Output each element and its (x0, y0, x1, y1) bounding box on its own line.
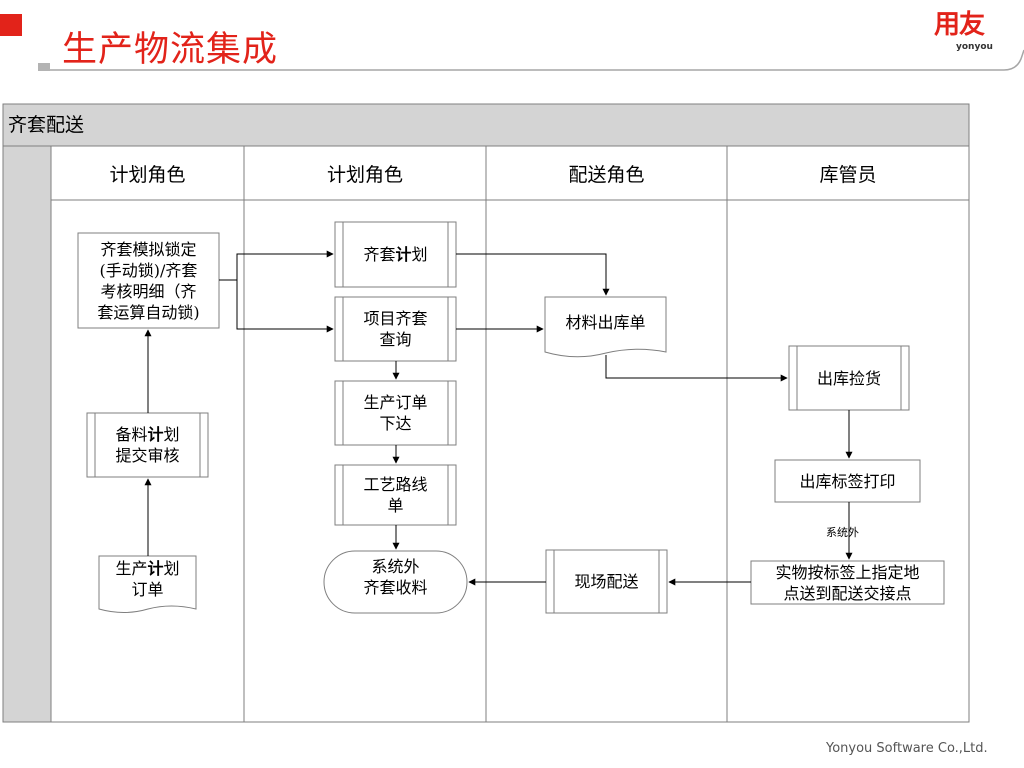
left-strip (2, 145, 52, 723)
node-lock-detail: 齐套模拟锁定 (手动锁)/齐套 考核明细（齐 套运算自动锁) (97, 239, 200, 322)
node-onsite-delivery-shape (545, 549, 668, 614)
brand-logo: 用友 (934, 10, 985, 40)
footer-copyright: Yonyou Software Co.,Ltd. (826, 741, 988, 756)
title-dash (38, 63, 50, 71)
lane-header-3: 配送角色 (568, 163, 645, 186)
node-label-print: 出库标签打印 (799, 471, 896, 491)
node-routing: 工艺路线 单 (363, 475, 428, 515)
node-deliver-by-label: 实物按标签上指定地 点送到配送交接点 (775, 562, 920, 603)
node-material-issue-doc-shape (544, 296, 667, 358)
band-label: 齐套配送 (8, 114, 85, 136)
lane-header-1: 计划角色 (109, 163, 186, 186)
node-prod-order-issue-shape (334, 380, 457, 446)
node-onsite-delivery: 现场配送 (574, 572, 639, 591)
node-prep-plan-shape (86, 412, 209, 478)
edge-issue-doc-to-picking (605, 355, 788, 382)
node-prod-plan-order-shape (98, 555, 197, 613)
node-kit-plan-shape (334, 221, 457, 288)
node-project-kit-query: 项目齐套 查询 (363, 309, 428, 349)
lane-header-4: 库管员 (819, 163, 877, 186)
node-material-issue-doc: 材料出库单 (565, 312, 646, 332)
node-routing-shape (334, 464, 457, 526)
node-kit-plan: 齐套计划 (363, 245, 428, 264)
title-underline (50, 49, 1024, 71)
edge-kit-plan-to-issue-doc (456, 253, 610, 296)
node-prod-plan-order: 生产计划 订单 (115, 559, 180, 599)
brand-logo-subtitle: yonyou (956, 42, 993, 52)
node-external-receive: 系统外 齐套收料 (363, 557, 428, 597)
node-external-receive-shape (323, 550, 468, 614)
node-lock-detail-shape (77, 232, 220, 329)
node-issue-picking-shape (788, 345, 910, 411)
slide-title: 生产物流集成 (62, 30, 279, 70)
node-deliver-by-label-shape (750, 560, 945, 605)
edge-lock-to-project-query (236, 280, 334, 333)
outside-system-note: 系统外 (826, 526, 859, 539)
node-prep-plan: 备料计划 提交审核 (115, 425, 180, 465)
lane-header-2: 计划角色 (326, 163, 403, 186)
edge-lock-to-kit-plan (219, 250, 334, 281)
brand-square (0, 14, 22, 36)
node-label-print-shape (774, 459, 921, 503)
node-issue-picking: 出库捡货 (816, 368, 881, 388)
node-prod-order-issue: 生产订单 下达 (363, 393, 428, 433)
band-header (2, 103, 970, 147)
